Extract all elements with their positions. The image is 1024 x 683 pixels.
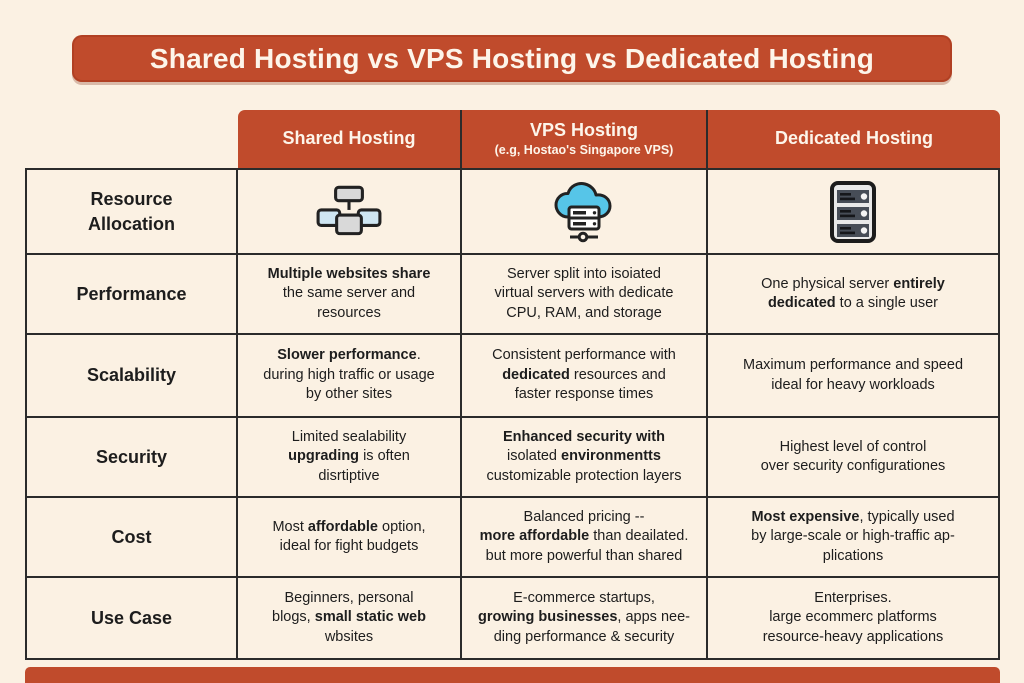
cell-performance-shared: Multiple websites share the same server … xyxy=(238,255,462,335)
cell-text: One physical server entirely dedicated t… xyxy=(761,275,945,311)
cell-text: Beginners, personal blogs, small static … xyxy=(272,589,426,645)
column-header-shared-hosting: Shared Hosting xyxy=(238,110,462,168)
cell-text: Balanced pricing -- more affordable than… xyxy=(479,508,689,564)
cell-text: Enterprises. large ecommerc platforms re… xyxy=(762,589,944,645)
column-header-label: VPS Hosting xyxy=(529,119,638,140)
column-header-dedicated-hosting: Dedicated Hosting xyxy=(708,110,1000,168)
server-rack-icon xyxy=(830,180,876,243)
cell-resource-dedicated xyxy=(708,168,1000,255)
column-header-sublabel: (e.g, Hostao's Singapore VPS) xyxy=(494,143,674,158)
cell-text: Slower performance. during high traffic … xyxy=(263,347,435,403)
cell-security-dedicated: Highest level of control over security c… xyxy=(708,418,1000,498)
cell-text: Consistent performance with dedicated re… xyxy=(492,347,676,403)
cell-security-shared: Limited sealability upgrading is often d… xyxy=(238,418,462,498)
network-nodes-icon xyxy=(316,185,382,235)
row-header-scalability: Scalability xyxy=(25,335,238,418)
row-header-security: Security xyxy=(25,418,238,498)
cell-text: Most expensive, typically used by large-… xyxy=(751,508,955,564)
comparison-table: Shared Hosting VPS Hosting (e.g, Hostao'… xyxy=(25,110,1000,660)
row-header-use-case: Use Case xyxy=(25,578,238,660)
page-title: Shared Hosting vs VPS Hosting vs Dedicat… xyxy=(72,35,952,82)
cell-cost-shared: Most affordable option, ideal for fight … xyxy=(238,498,462,578)
cell-performance-dedicated: One physical server entirely dedicated t… xyxy=(708,255,1000,335)
column-header-vps-hosting: VPS Hosting (e.g, Hostao's Singapore VPS… xyxy=(462,110,708,168)
cell-performance-vps: Server split into isoiated virtual serve… xyxy=(462,255,708,335)
row-header-performance: Performance xyxy=(25,255,238,335)
footer-bar xyxy=(25,667,1000,683)
column-header-label: Shared Hosting xyxy=(282,128,416,149)
column-header-label: Dedicated Hosting xyxy=(774,128,934,149)
row-header-resource-allocation: Resource Allocation xyxy=(25,168,238,255)
cell-text: Highest level of control over security c… xyxy=(760,438,946,474)
cell-usecase-vps: E-commerce startups, growing businesses,… xyxy=(462,578,708,660)
cell-security-vps: Enhanced security with isolated environm… xyxy=(462,418,708,498)
cell-resource-vps xyxy=(462,168,708,255)
cell-text: Enhanced security with isolated environm… xyxy=(486,428,682,484)
cell-text: Server split into isoiated virtual serve… xyxy=(494,265,674,321)
cell-usecase-dedicated: Enterprises. large ecommerc platforms re… xyxy=(708,578,1000,660)
cell-cost-vps: Balanced pricing -- more affordable than… xyxy=(462,498,708,578)
row-header-cost: Cost xyxy=(25,498,238,578)
cell-cost-dedicated: Most expensive, typically used by large-… xyxy=(708,498,1000,578)
table-corner-spacer xyxy=(25,110,238,168)
cell-text: Multiple websites share the same server … xyxy=(267,265,431,321)
cell-resource-shared xyxy=(238,168,462,255)
cell-scalability-vps: Consistent performance with dedicated re… xyxy=(462,335,708,418)
cell-text: Limited sealability upgrading is often d… xyxy=(288,428,410,484)
cell-scalability-shared: Slower performance. during high traffic … xyxy=(238,335,462,418)
cloud-server-icon xyxy=(554,181,612,242)
cell-usecase-shared: Beginners, personal blogs, small static … xyxy=(238,578,462,660)
cell-text: E-commerce startups, growing businesses,… xyxy=(478,589,690,645)
cell-scalability-dedicated: Maximum performance and speed ideal for … xyxy=(708,335,1000,418)
cell-text: Maximum performance and speed ideal for … xyxy=(742,357,964,393)
cell-text: Most affordable option, ideal for fight … xyxy=(272,518,426,554)
